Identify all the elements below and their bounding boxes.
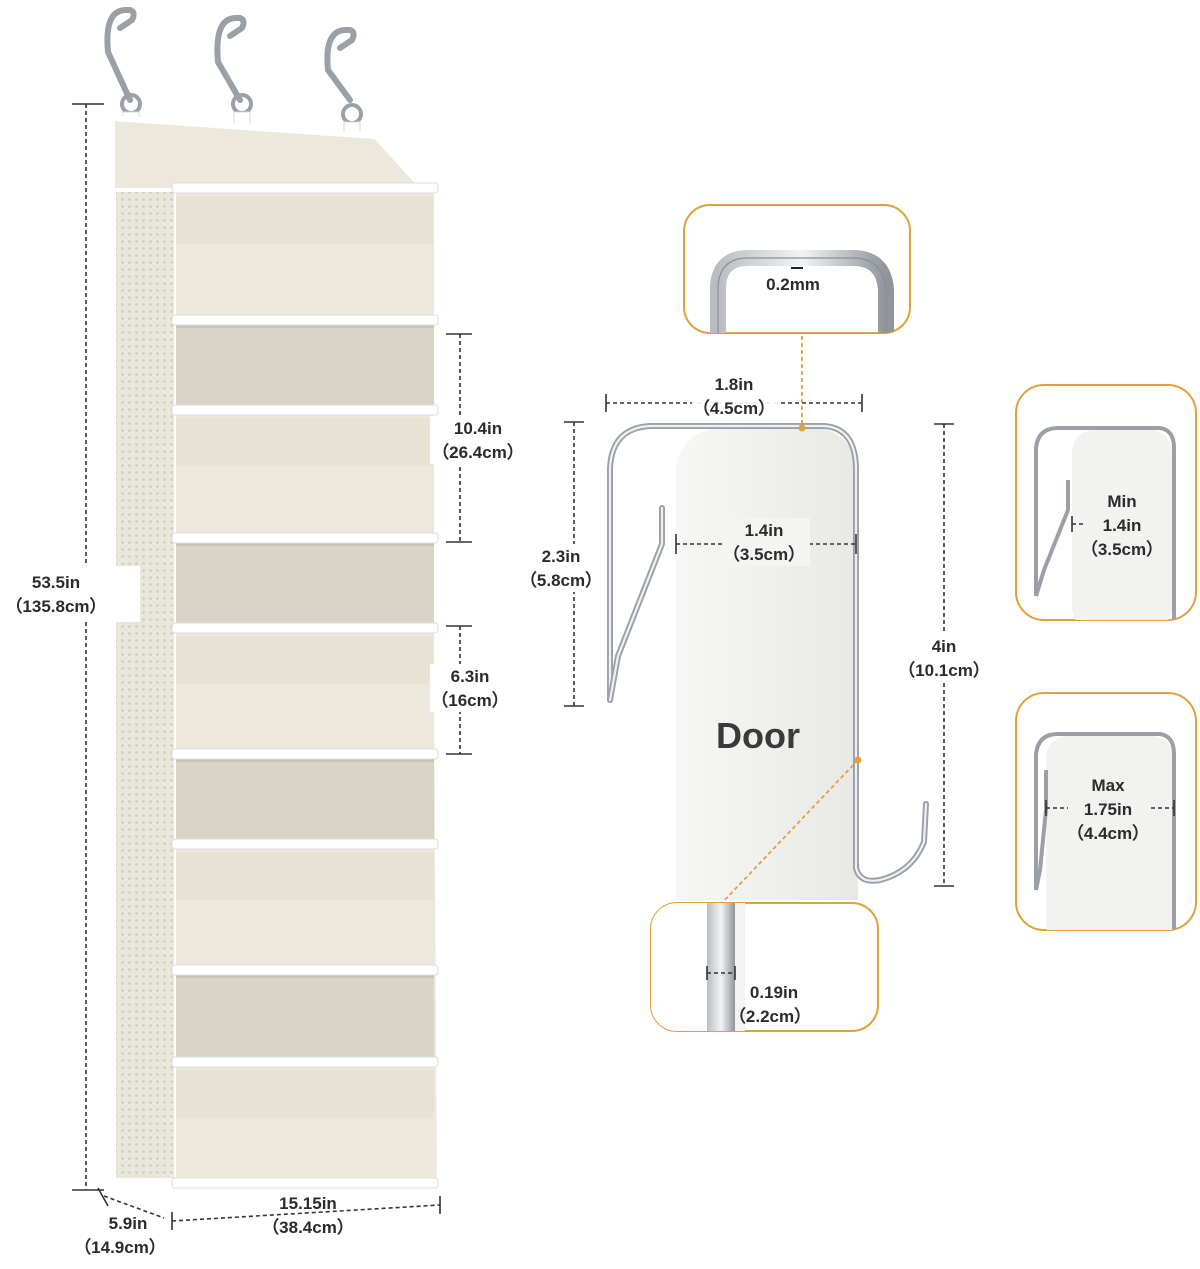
pocket-trim [171,622,439,634]
top-width-metric: （4.5cm） [693,398,775,418]
pocket-band [176,636,434,684]
pocket-band [176,418,434,466]
hook-detail: Door 1.8in （4.5cm） 1.4in （3.5cm） 2.3in （… [516,336,998,906]
width-metric: （38.4cm） [262,1217,354,1237]
max-metric: （4.4cm） [1067,823,1149,843]
pocket-trim [171,314,439,326]
pocket-opening [176,320,434,410]
min-metric: （3.5cm） [1081,539,1163,559]
pocket-opening [176,754,434,844]
pocket-band [176,1070,434,1118]
large-pocket-imperial: 10.4in [454,419,502,438]
pocket-trim [171,404,439,416]
thickness-value: 0.2mm [766,275,820,294]
pocket-trim [171,1056,439,1068]
pocket-9 [171,1056,439,1184]
max-label: Max [1091,776,1125,795]
gap-metric: （2.2cm） [729,1006,811,1026]
pocket-8 [171,964,439,1062]
side-mesh-panel [112,188,178,1182]
large-pocket-dimension: 10.4in （26.4cm） [430,333,530,543]
min-label: Min [1107,492,1136,511]
pocket-3 [171,404,439,538]
depth-metric: （14.9cm） [74,1237,166,1257]
organizer-width-dimension: 15.15in （38.4cm） [171,1194,441,1237]
height-imperial: 53.5in [32,573,80,592]
back-drop-imperial: 4in [932,637,957,656]
max-imperial: 1.75in [1084,800,1132,819]
depth-imperial: 5.9in [109,1214,148,1233]
pocket-4 [171,532,439,628]
small-pocket-metric: （16cm） [431,690,508,710]
pocket-stack [171,182,439,1189]
pocket-5 [171,622,439,754]
pocket-trim [171,532,439,544]
organizer-height-dimension: 53.5in （135.8cm） [0,103,140,1191]
pocket-trim [171,964,439,976]
gap-callout: 0.19in （2.2cm） [650,902,879,1032]
bottom-trim [171,1177,439,1189]
thickness-callout: 0.2mm [683,204,911,334]
organizer-depth-dimension: 5.9in （14.9cm） [74,1187,166,1257]
pocket-opening [176,970,434,1062]
width-imperial: 15.15in [279,1194,337,1213]
back-drop-metric: （10.1cm） [898,660,990,680]
min-door-callout: Min 1.4in （3.5cm） [1015,384,1197,621]
front-drop-metric: （5.8cm） [520,570,602,590]
small-pocket-dimension: 6.3in （16cm） [430,625,514,755]
inner-width-metric: （3.5cm） [723,544,805,564]
small-pocket-imperial: 6.3in [451,667,490,686]
height-metric: （135.8cm） [5,596,106,616]
pocket-7 [171,838,439,970]
pocket-6 [171,748,439,844]
pocket-2 [171,314,439,410]
pocket-trim [171,748,439,760]
max-door-callout: Max 1.75in （4.4cm） [1015,692,1197,931]
min-imperial: 1.4in [1103,516,1142,535]
large-pocket-metric: （26.4cm） [432,442,524,462]
door-label: Door [716,715,800,756]
door-organizer [104,7,444,1192]
pocket-trim [171,838,439,850]
inner-width-imperial: 1.4in [745,521,784,540]
front-drop-imperial: 2.3in [542,547,581,566]
pocket-1 [171,182,439,320]
pocket-opening [176,538,434,628]
top-width-imperial: 1.8in [715,375,754,394]
gap-imperial: 0.19in [750,983,798,1002]
pocket-band [176,852,434,900]
pocket-trim [171,182,439,194]
pocket-band [176,196,434,244]
